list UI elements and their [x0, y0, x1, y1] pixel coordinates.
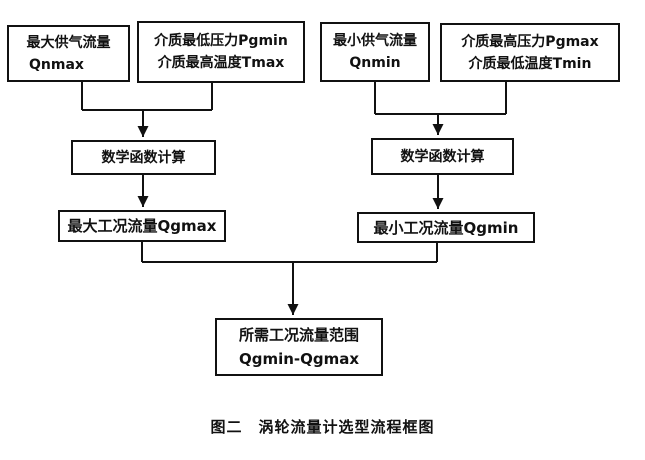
node-min-temp-label: 介质最低温度Tmin [468, 55, 592, 72]
node-min-supply-flow-label: 最小供气流量 [333, 33, 417, 49]
node-math-calc-left-label: 数学函数计算 [101, 149, 186, 166]
node-min-supply-flow: 最小供气流量 Qnmin [320, 22, 430, 82]
node-math-calc-right-label: 数学函数计算 [400, 148, 485, 165]
node-medium-min-pressure-max-temp: 介质最低压力Pgmin 介质最高温度Tmax [137, 21, 305, 83]
node-max-pressure-label: 介质最高压力Pgmax [461, 33, 599, 50]
connector-bottom-bracket [141, 242, 438, 263]
node-required-flow-range-value: Qgmin-Qgmax [238, 350, 360, 368]
node-max-working-flow: 最大工况流量Qgmax [58, 210, 226, 242]
node-required-flow-range: 所需工况流量范围 Qgmin-Qgmax [215, 318, 383, 376]
figure-caption: 图二 涡轮流量计选型流程框图 [210, 418, 435, 436]
node-required-flow-range-label: 所需工况流量范围 [238, 326, 359, 344]
node-max-supply-flow: 最大供气流量 Qnmax [7, 25, 130, 82]
node-min-supply-flow-symbol: Qnmin [349, 55, 401, 71]
node-math-function-calc-left: 数学函数计算 [71, 140, 216, 175]
node-medium-max-pressure-min-temp: 介质最高压力Pgmax 介质最低温度Tmin [440, 23, 620, 82]
node-min-pressure-label: 介质最低压力Pgmin [154, 33, 288, 49]
node-min-working-flow-label: 最小工况流量Qgmin [373, 218, 519, 237]
node-max-supply-flow-label: 最大供气流量 [26, 34, 111, 51]
connector-right-bracket [374, 82, 507, 115]
node-max-working-flow-label: 最大工况流量Qgmax [67, 217, 217, 235]
node-max-temp-label: 介质最高温度Tmax [157, 55, 285, 71]
node-math-function-calc-right: 数学函数计算 [371, 138, 514, 175]
node-min-working-flow: 最小工况流量Qgmin [357, 212, 535, 243]
connector-left-bracket [81, 82, 213, 111]
node-max-supply-flow-symbol: Qnmax [29, 56, 84, 73]
